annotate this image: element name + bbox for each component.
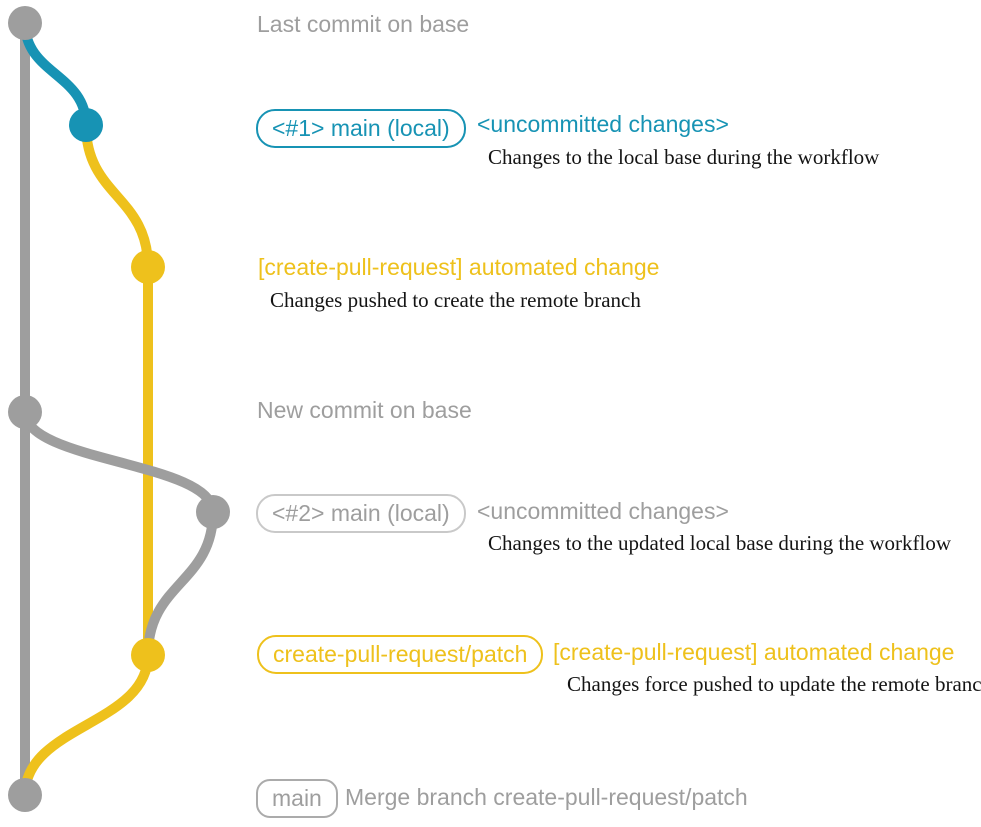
- updated-local-branch-curve: [20, 411, 219, 656]
- commit-message-uncommitted-1: <uncommitted changes>: [477, 111, 729, 137]
- commit-dot-last-base: [8, 6, 42, 40]
- annotation-automated-2: Changes force pushed to update the remot…: [567, 672, 981, 696]
- commit-message-merge: Merge branch create-pull-request/patch: [345, 784, 748, 810]
- commit-message-automated-2: [create-pull-request] automated change: [553, 639, 955, 665]
- commit-dot-new-base: [8, 395, 42, 429]
- commit-message-last-base: Last commit on base: [257, 11, 470, 37]
- annotation-automated-1: Changes pushed to create the remote bran…: [270, 288, 641, 312]
- commit-dot-automated-1: [131, 250, 165, 284]
- branch-label-main-local-2: <#2> main (local): [256, 494, 466, 533]
- commit-dot-automated-2: [131, 638, 165, 672]
- annotation-uncommitted-1: Changes to the local base during the wor…: [488, 145, 880, 169]
- commit-message-automated-1: [create-pull-request] automated change: [258, 254, 660, 280]
- branch-label-main: main: [256, 779, 338, 818]
- annotation-uncommitted-2: Changes to the updated local base during…: [488, 531, 952, 555]
- branch-label-patch: create-pull-request/patch: [257, 635, 544, 674]
- commit-dot-merge: [8, 778, 42, 812]
- branch-label-main-local-1: <#1> main (local): [256, 109, 466, 148]
- commit-dot-local-2: [196, 495, 230, 529]
- commit-dot-local-1: [69, 108, 103, 142]
- local-branch-curve: [20, 22, 91, 126]
- commit-message-uncommitted-2: <uncommitted changes>: [477, 498, 729, 524]
- commit-message-new-base: New commit on base: [257, 397, 472, 423]
